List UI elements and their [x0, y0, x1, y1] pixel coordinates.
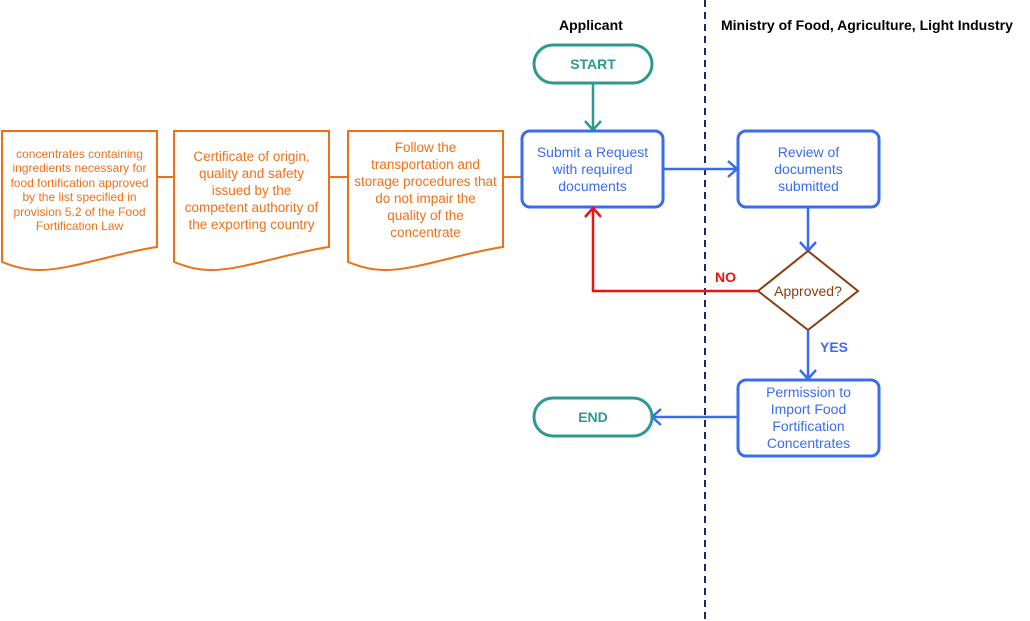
approved-decision: Approved? — [774, 282, 842, 299]
document-requirement-concentrates: concentrates containing ingredients nece… — [10, 146, 149, 234]
lane-title-ministry: Ministry of Food, Agriculture, Light Ind… — [721, 17, 1013, 33]
document-shape-2 — [173, 130, 330, 272]
yes-label: YES — [820, 339, 849, 355]
end-terminal: END — [578, 408, 608, 425]
document-shape-1 — [1, 130, 158, 272]
permission-step: Permission to Import Food Fortification … — [766, 384, 851, 451]
start-terminal: START — [570, 55, 616, 72]
submit-request-step: Submit a Request with required documents — [536, 143, 649, 194]
review-documents-step: Review of documents submitted — [774, 143, 843, 194]
document-shape-3 — [347, 130, 504, 272]
document-requirement-certificate: Certificate of origin, quality and safet… — [184, 148, 319, 232]
no-label: NO — [715, 269, 736, 285]
end-terminal-shape — [532, 396, 654, 438]
arrow-no-to-submit — [591, 208, 758, 293]
arrowhead-no-to-submit — [584, 206, 602, 218]
lane-title-applicant: Applicant — [559, 17, 623, 33]
document-requirement-transport: Follow the transportation and storage pr… — [354, 140, 497, 240]
